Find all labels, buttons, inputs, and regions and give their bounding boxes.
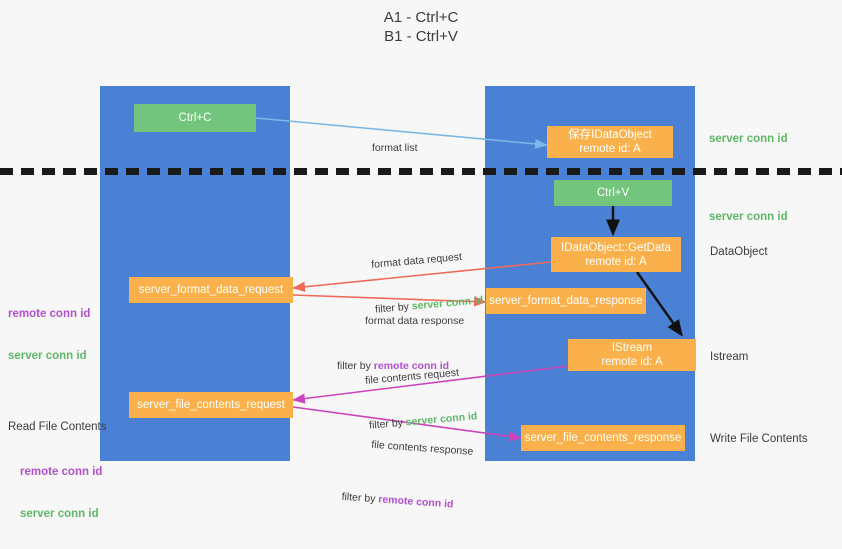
annotation-format-remote-conn-id: remote conn id	[8, 308, 91, 320]
annotation-istream: Istream	[710, 351, 749, 363]
node-ctrl-c-label: Ctrl+C	[178, 112, 212, 124]
annotation-write-file-contents: Write File Contents	[710, 433, 808, 445]
annotation-format-server-conn-id: server conn id	[8, 350, 87, 362]
edge-label-format-data-response: format data response filter by remote co…	[337, 284, 464, 404]
node-server-format-data-response-label: server_format_data_response	[489, 295, 643, 307]
arrow-format-list	[255, 117, 548, 149]
arrow-format-data-request	[292, 261, 552, 292]
annotation-file-server-conn-id: server conn id	[20, 508, 99, 520]
arrow-layer	[255, 117, 683, 442]
node-server-format-data-request[interactable]: server_format_data_request	[129, 277, 293, 303]
arrow-file-contents-request	[292, 365, 569, 404]
edge-label-file-contents-request-line1: file contents request	[364, 366, 460, 387]
node-server-file-contents-request[interactable]: server_file_contents_request	[129, 392, 293, 418]
annotation-format-conn-ids: remote conn id server conn id	[8, 279, 90, 391]
node-ctrl-c[interactable]: Ctrl+C	[134, 104, 256, 132]
annotation-server-conn-id-top: server conn id	[709, 133, 788, 145]
node-server-format-data-response[interactable]: server_format_data_response	[486, 288, 646, 314]
node-save-idataobject-line1: 保存IDataObject	[568, 129, 652, 141]
edge-label-file-contents-response: file contents response filter by remote …	[339, 406, 476, 544]
node-istream-line1: IStream	[611, 342, 653, 354]
edge-label-format-data-request-line1: format data request	[370, 250, 463, 271]
node-server-file-contents-response-label: server_file_contents_response	[524, 432, 682, 444]
node-idataobject-getdata[interactable]: IDataObject::GetData remote id: A	[551, 237, 681, 272]
node-server-file-contents-response[interactable]: server_file_contents_response	[521, 425, 685, 451]
edge-label-format-data-response-highlight: remote conn id	[373, 360, 450, 372]
edge-label-format-data-response-prefix: filter by	[337, 360, 374, 372]
node-istream-line2: remote id: A	[601, 356, 663, 368]
node-idataobject-getdata-line1: IDataObject::GetData	[561, 241, 671, 254]
node-server-file-contents-request-label: server_file_contents_request	[137, 399, 285, 411]
node-server-format-data-request-label: server_format_data_request	[138, 284, 284, 296]
phase-divider	[0, 168, 842, 175]
arrow-getdata-to-istream	[636, 271, 683, 337]
edge-label-file-contents-response-prefix: filter by	[341, 490, 379, 506]
node-ctrl-v[interactable]: Ctrl+V	[554, 180, 672, 206]
annotation-server-conn-id-mid: server conn id	[709, 211, 788, 223]
annotation-read-file-contents-heading: Read File Contents	[8, 421, 107, 433]
edge-label-format-data-response-line1: format data response	[365, 315, 465, 327]
edge-label-format-list: format list	[372, 111, 418, 186]
edge-label-file-contents-response-line2: filter by remote conn id	[341, 481, 471, 514]
annotation-dataobject: DataObject	[710, 246, 768, 258]
node-save-idataobject-line2: remote id: A	[579, 143, 641, 155]
edge-label-format-data-response-line2: filter by remote conn id	[337, 359, 464, 374]
node-save-idataobject[interactable]: 保存IDataObject remote id: A	[547, 126, 673, 158]
edge-label-format-list-text: format list	[372, 142, 418, 154]
node-istream[interactable]: IStream remote id: A	[568, 339, 696, 371]
arrow-file-contents-response	[292, 406, 522, 442]
diagram-canvas: A1 - Ctrl+C B1 - Ctrl+V A1 remote B1 con…	[0, 9, 842, 520]
node-idataobject-getdata-line2: remote id: A	[585, 255, 647, 268]
arrow-format-data-response	[292, 294, 487, 307]
edge-label-file-contents-response-highlight: remote conn id	[377, 493, 454, 511]
annotation-file-remote-conn-id: remote conn id	[20, 466, 103, 478]
node-ctrl-v-label: Ctrl+V	[596, 187, 630, 199]
edge-label-file-contents-response-line1: file contents response	[370, 438, 474, 458]
page-title: A1 - Ctrl+C B1 - Ctrl+V	[383, 9, 459, 45]
